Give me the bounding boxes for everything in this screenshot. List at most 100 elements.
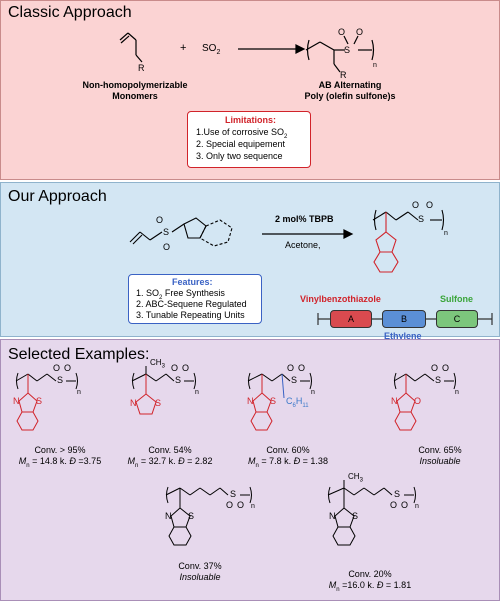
- limitations-box: [187, 111, 311, 168]
- ex5-oxygen-2: O: [237, 500, 245, 510]
- example-3-benzothiazole: [250, 374, 273, 431]
- example-3-hexyl-bond: [281, 373, 285, 399]
- product-r-group-label: R: [340, 70, 347, 80]
- example-4-note: Insoluable: [419, 456, 461, 466]
- ex6-sulfur: S: [394, 489, 401, 499]
- example-1-benzothiazole: [16, 374, 39, 431]
- r-group-label: R: [138, 63, 145, 73]
- example-5-backbone: [165, 486, 252, 546]
- ex1-repeat-n: n: [77, 389, 81, 396]
- ex2-sulfur: S: [175, 375, 182, 385]
- reactant-oxygen-1: O: [156, 215, 164, 225]
- ethylene-label: Ethylene: [384, 331, 422, 341]
- reactant-sulfur-atom: S: [163, 227, 170, 237]
- ex3-hexyl-label: C6H11: [286, 396, 309, 409]
- feature-item-1-pre: 1. SO: [136, 288, 160, 298]
- ex5-ring-nitrogen: N: [165, 511, 172, 521]
- ex3-oxygen-1: O: [287, 363, 295, 373]
- so2-text: SO: [202, 43, 217, 54]
- limitation-item-2: 2. Special equipement: [196, 139, 286, 149]
- vinylbenzothiazole-label: Vinylbenzothiazole: [300, 294, 381, 304]
- ex2-oxygen-1: O: [171, 363, 179, 373]
- ex3-repeat-n: n: [311, 389, 315, 396]
- ex1-ring-nitrogen: N: [13, 396, 20, 406]
- ex2-oxygen-2: O: [182, 363, 190, 373]
- feature-item-1: 1. SO2 Free Synthesis: [136, 288, 225, 304]
- example-6-conversion: Conv. 20%: [348, 569, 392, 579]
- ex2-mn-sub: n: [135, 462, 139, 469]
- example-2-mn-dispersity: Mn = 32.7 k. Đ = 2.82: [120, 456, 220, 472]
- ex6-d-label: Đ: [376, 580, 384, 590]
- abc-polymer-benzothiazole-pendant: [373, 212, 399, 273]
- sulfone-label: Sulfone: [440, 294, 473, 304]
- block-a: A: [330, 310, 372, 328]
- ex1-d-label: Đ: [69, 456, 76, 466]
- ex3-mn-sub: n: [255, 462, 259, 469]
- ex3-d-value: = 1.38: [300, 456, 328, 466]
- ex1-sulfur: S: [57, 375, 64, 385]
- ex1-d-value: =3.75: [75, 456, 102, 466]
- reactant-oxygen-2: O: [163, 242, 171, 252]
- example-3-mn-dispersity: Mn = 7.8 k. Đ = 1.38: [238, 456, 338, 472]
- product-sulfur-atom: S: [344, 45, 351, 55]
- feature-item-3: 3. Tunable Repeating Units: [136, 310, 245, 320]
- poly-olefin-sulfone-structure: [305, 35, 375, 73]
- ex1-mn-value: = 14.8 k.: [29, 456, 70, 466]
- abc-sulfur-atom: S: [418, 214, 425, 224]
- ex6-mn-sub: n: [336, 586, 340, 593]
- ex5-oxygen-1: O: [226, 500, 234, 510]
- block-a-letter: A: [347, 314, 354, 324]
- limitations-title: Limitations:: [225, 115, 276, 125]
- features-box: [128, 274, 262, 324]
- example-5-conversion: Conv. 37%: [178, 561, 222, 571]
- our-reaction-arrow: [262, 229, 354, 239]
- selected-examples-title: Selected Examples:: [8, 346, 150, 363]
- example-2-conversion: Conv. 54%: [148, 445, 192, 455]
- product-oxygen-2: O: [356, 27, 364, 37]
- catalyst-label: 2 mol% TBPB: [275, 214, 334, 224]
- ex3-sulfur: S: [291, 375, 298, 385]
- allyl-sulfonyl-benzothiazole-structure: [129, 217, 233, 247]
- ex4-oxygen-2: O: [442, 363, 450, 373]
- abc-polymer-structure: [372, 209, 445, 231]
- limitation-item-1: 1.Use of corrosive SO2: [196, 127, 287, 143]
- block-c: C: [436, 310, 478, 328]
- abc-oxygen-1: O: [412, 200, 420, 210]
- ex3-oxygen-2: O: [298, 363, 306, 373]
- plus-sign: +: [180, 42, 187, 54]
- ex3-d-label: Đ: [293, 456, 301, 466]
- ex4-ring-nitrogen: N: [391, 396, 398, 406]
- olefin-structure: [119, 32, 143, 63]
- example-4-benzoxazole: [394, 374, 417, 431]
- product-oxygen-1: O: [338, 27, 346, 37]
- features-title: Features:: [172, 277, 213, 287]
- ex6-mn-label: M: [328, 580, 337, 590]
- feature-item-1-sub: 2: [159, 294, 163, 301]
- ex3-mn-value: = 7.8 k.: [258, 456, 294, 466]
- our-approach-title: Our Approach: [8, 188, 107, 205]
- product-repeat-n: n: [373, 62, 377, 69]
- ex2-mn-value: = 32.7 k.: [138, 456, 179, 466]
- block-c-letter: C: [453, 314, 461, 324]
- ex1-oxygen-2: O: [64, 363, 72, 373]
- ex2-d-value: = 2.82: [184, 456, 213, 466]
- abc-oxygen-2: O: [426, 200, 434, 210]
- ex4-oxygen-1: O: [431, 363, 439, 373]
- ex4-repeat-n: n: [455, 389, 459, 396]
- solvent-label: Acetone,: [285, 240, 321, 250]
- ex3-ring-sulfur: S: [270, 396, 277, 406]
- ex2-repeat-n: n: [195, 389, 199, 396]
- so2-subscript: 2: [216, 49, 221, 56]
- example-2-backbone: [131, 366, 196, 390]
- ex4-ring-oxygen: O: [414, 396, 422, 406]
- reactant-caption-line2: Monomers: [112, 91, 158, 101]
- abc-repeat-n: n: [444, 230, 448, 237]
- feature-item-2: 2. ABC-Sequene Regulated: [136, 299, 247, 309]
- so2-reagent: SO2: [202, 43, 220, 58]
- ex6-ring-sulfur: S: [352, 511, 359, 521]
- example-3-backbone: [247, 372, 312, 390]
- block-b-letter: B: [400, 314, 407, 324]
- product-caption-line2: Poly (olefin sulfone)s: [304, 91, 396, 101]
- reaction-arrow: [238, 44, 306, 54]
